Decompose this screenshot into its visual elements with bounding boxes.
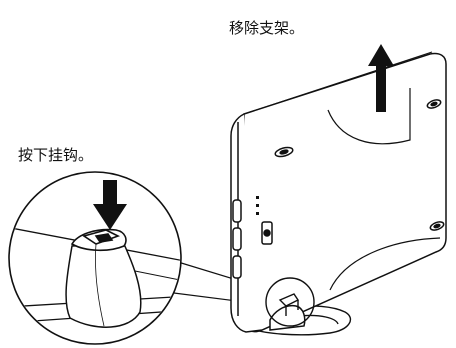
hook-callout-circle [265,277,315,327]
caption-press-hook: 按下挂钩。 [18,146,94,164]
caption-remove-stand: 移除支架。 [229,19,305,37]
magnifier-detail [8,171,182,345]
arrow-down-icon [93,180,127,230]
arrow-up-icon [368,44,394,112]
scanner-body [230,51,447,333]
